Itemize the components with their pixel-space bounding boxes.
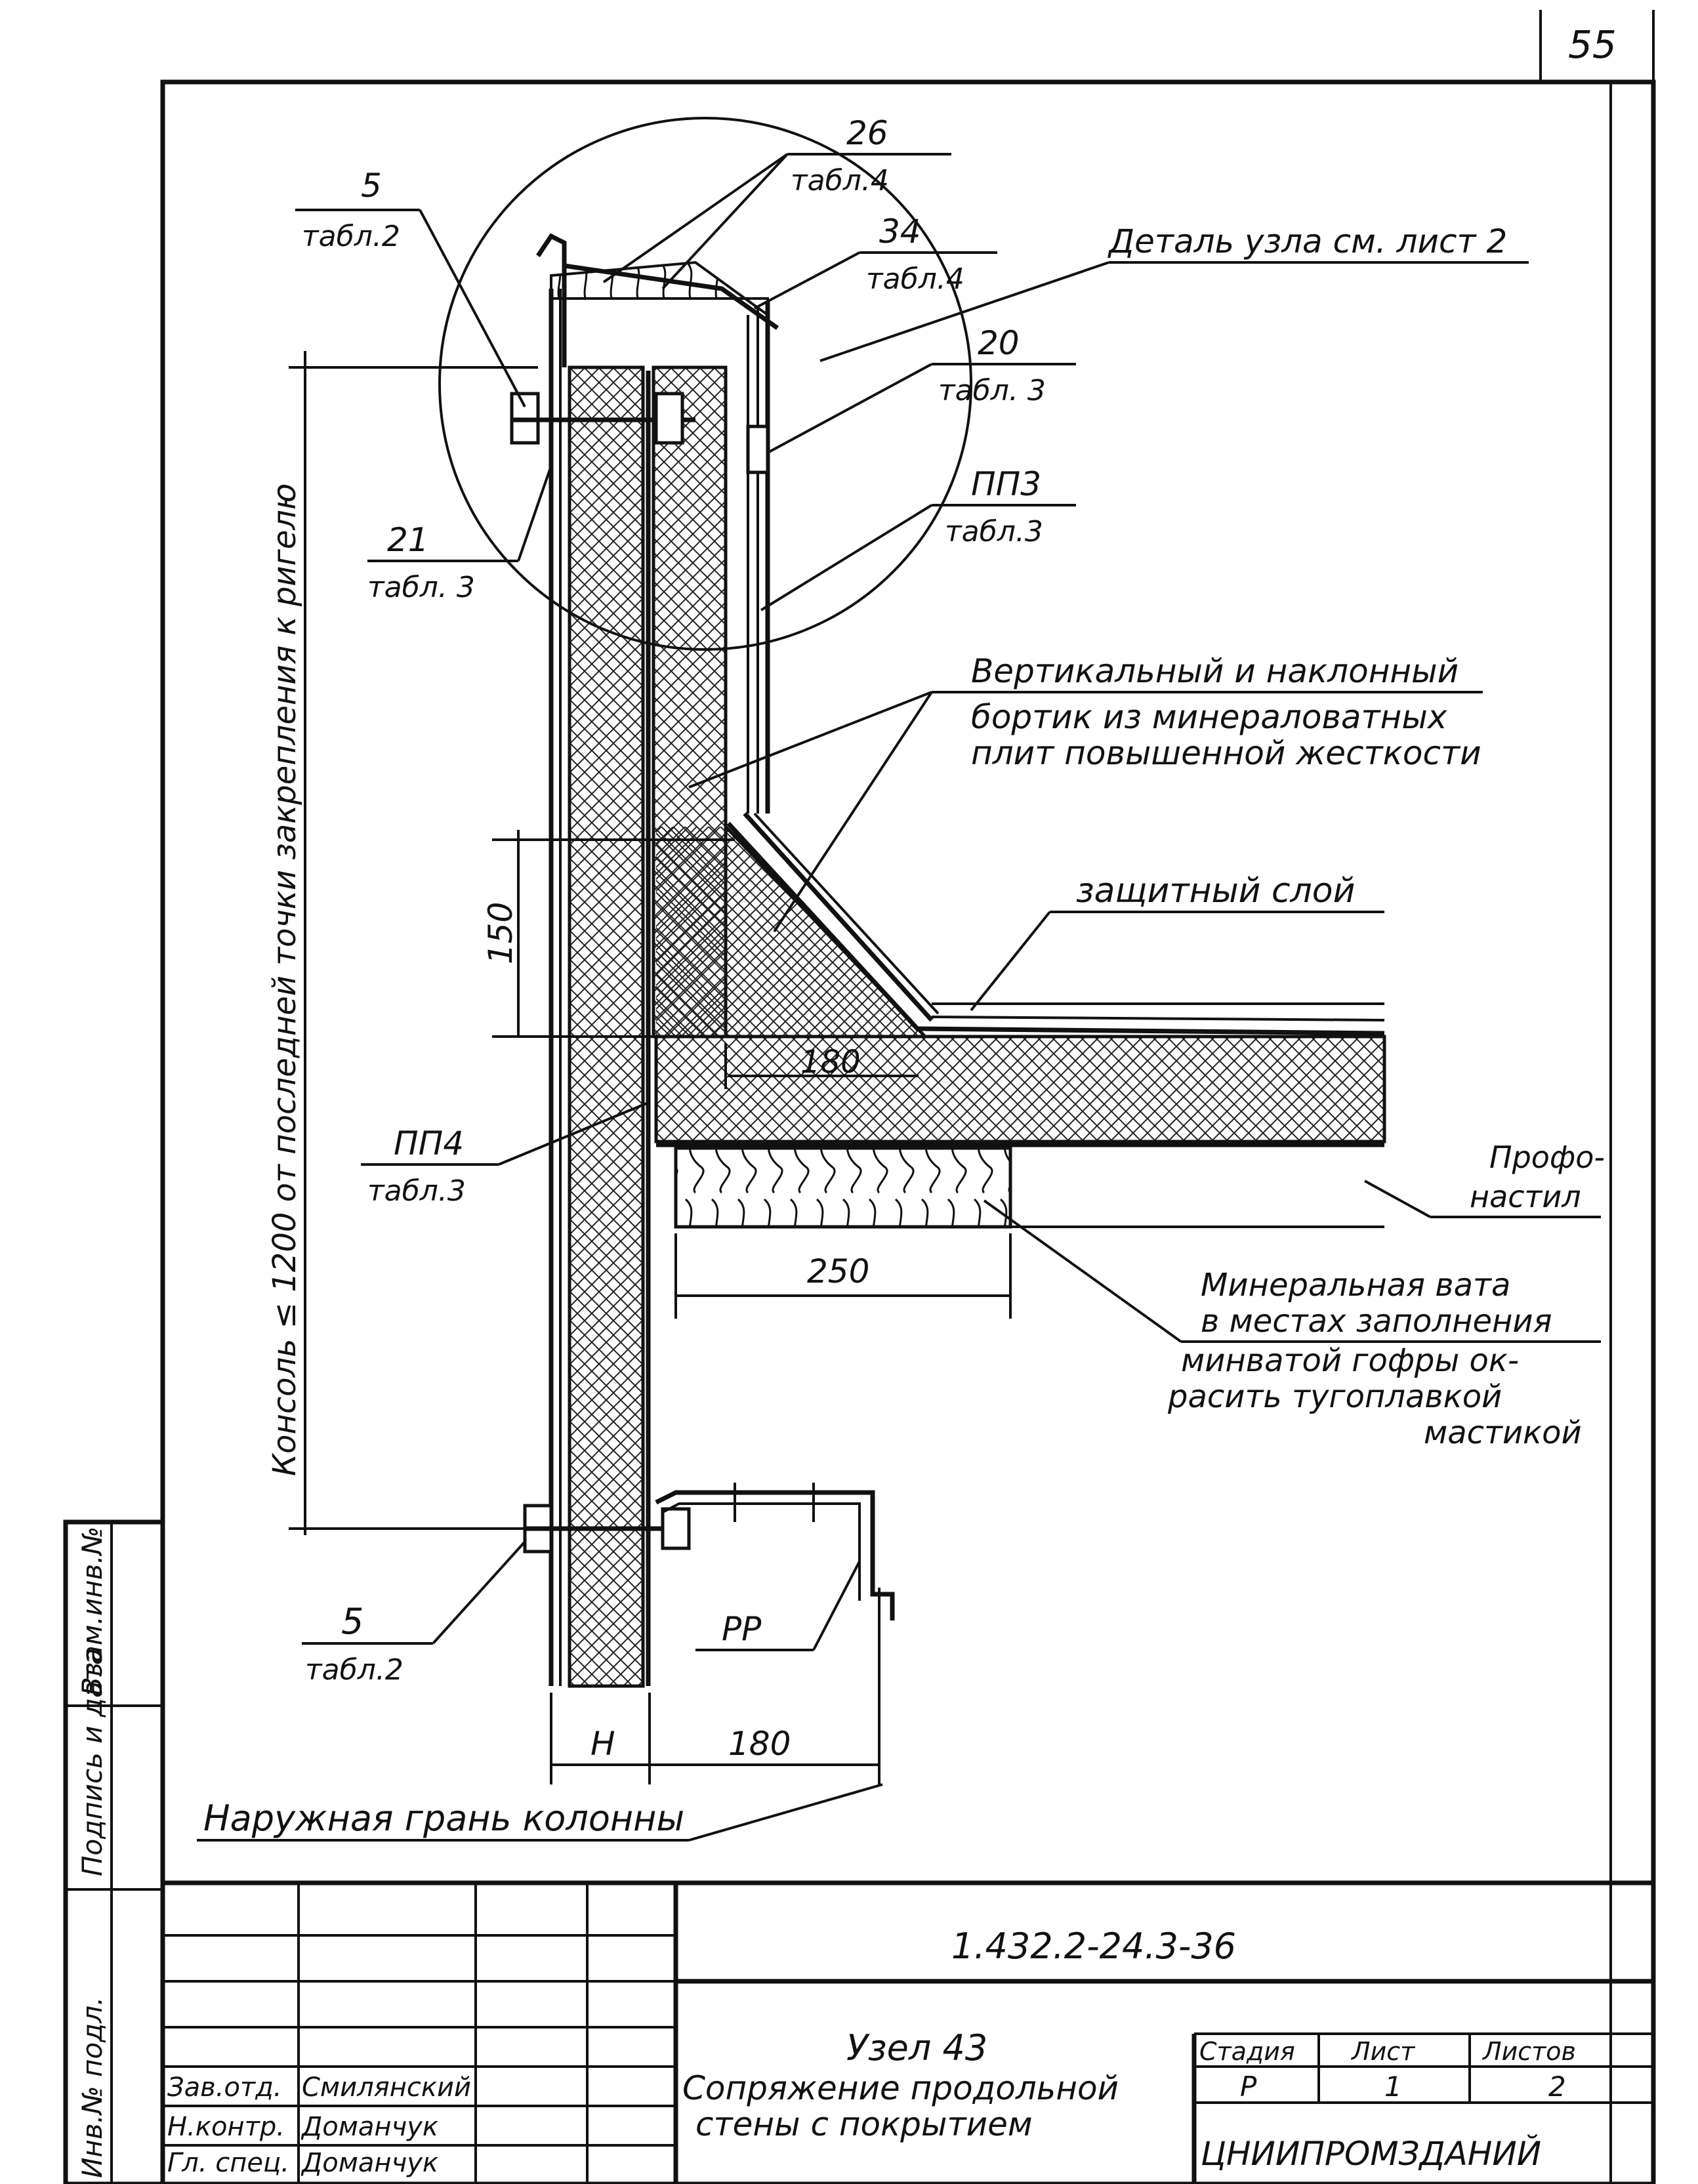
callout-34-ref: табл.4 bbox=[866, 262, 964, 296]
tb-role-3: Гл. спец. bbox=[167, 2148, 289, 2178]
callout-pp-leader bbox=[812, 1561, 861, 1651]
tb-title-3: стены с покрытием bbox=[695, 2105, 1033, 2143]
callout-26-leader1 bbox=[602, 153, 789, 283]
tb-col-sheets: Листов bbox=[1481, 2037, 1576, 2066]
callout-prof-1: Профо- bbox=[1489, 1140, 1605, 1175]
callout-34-num: 34 bbox=[879, 213, 921, 251]
callout-protect-leader bbox=[970, 911, 1051, 1012]
tb-sheets: 2 bbox=[1548, 2071, 1566, 2103]
slope-membrane-3 bbox=[753, 812, 940, 1015]
parapet-cap bbox=[536, 233, 567, 367]
slope-membrane-2 bbox=[743, 812, 934, 1022]
callout-pp3-num: ПП3 bbox=[971, 465, 1041, 503]
tb-role-1: Зав.отд. bbox=[167, 2072, 282, 2103]
callout-pp3-leader bbox=[760, 504, 933, 611]
callout-pp4-leader bbox=[498, 1101, 650, 1166]
slope-membrane-1 bbox=[726, 821, 921, 1032]
callout-5bot-leader bbox=[432, 1540, 526, 1645]
dim-180mid-text: 180 bbox=[800, 1044, 861, 1081]
side-stamp bbox=[63, 1519, 165, 2184]
callout-minvata-3: минватой гофры ок- bbox=[1181, 1342, 1519, 1379]
bolt-top-nut bbox=[654, 392, 684, 445]
tb-col-sheet: Лист bbox=[1350, 2037, 1416, 2066]
callout-minvata-leader bbox=[983, 1199, 1182, 1343]
callout-pp: РР bbox=[722, 1610, 762, 1648]
rigel-profile bbox=[655, 1490, 895, 1620]
tb-sheet: 1 bbox=[1384, 2071, 1402, 2103]
callout-prof-2: настил bbox=[1470, 1179, 1581, 1214]
callout-minvata-2: в местах заполнения bbox=[1201, 1303, 1552, 1340]
callout-5top-num: 5 bbox=[361, 167, 382, 205]
dim-250-text: 250 bbox=[807, 1252, 869, 1290]
callout-pp4-num: ПП4 bbox=[394, 1124, 464, 1163]
wall-panel-outer bbox=[568, 365, 645, 1688]
dim-150-text: 150 bbox=[482, 902, 520, 964]
callout-prof-leader bbox=[1364, 1180, 1431, 1218]
roof-membrane-2 bbox=[931, 1016, 1385, 1021]
roof-membrane bbox=[918, 1026, 1385, 1036]
tb-title-2: Сопряжение продольной bbox=[682, 2069, 1119, 2107]
callout-20-num: 20 bbox=[978, 324, 1020, 362]
outer-face-leader bbox=[688, 1783, 883, 1842]
callout-pp4-ref: табл.3 bbox=[367, 1174, 466, 1208]
drawing-frame bbox=[160, 79, 1656, 2184]
callout-pp3-ref: табл.3 bbox=[945, 515, 1043, 548]
callout-detail-leader bbox=[819, 261, 1109, 362]
bolt-right-nut bbox=[746, 424, 770, 474]
callout-bortik-leader1 bbox=[688, 691, 932, 789]
dim-H-text: Н bbox=[590, 1725, 615, 1763]
tb-org: ЦНИИПРОМЗДАНИЙ bbox=[1201, 2134, 1541, 2173]
stamp-podpis: Подпись и дата bbox=[76, 1648, 108, 1876]
callout-20-ref: табл. 3 bbox=[938, 374, 1046, 407]
callout-5bot-ref: табл.2 bbox=[305, 1653, 404, 1687]
tb-name-1: Смилянский bbox=[302, 2072, 471, 2103]
callout-5top-ref: табл.2 bbox=[302, 220, 400, 253]
callout-5top-leader bbox=[419, 209, 526, 407]
bolt-bottom-nut bbox=[661, 1507, 691, 1550]
page-number: 55 bbox=[1568, 22, 1617, 67]
callout-34-leader bbox=[754, 251, 860, 310]
outer-face-label: Наружная грань колонны bbox=[203, 1798, 684, 1839]
callout-protect: защитный слой bbox=[1076, 871, 1355, 911]
stamp-inv-podl: Инв.№ подл. bbox=[76, 1997, 108, 2178]
stamp-vzam: Взам.инв.№ bbox=[76, 1527, 108, 1696]
tb-col-stage: Стадия bbox=[1199, 2037, 1295, 2066]
dim-console-text: Консоль ≤ 1200 от последней точки закреп… bbox=[266, 484, 303, 1476]
tb-title-1: Узел 43 bbox=[846, 2027, 987, 2069]
callout-21-ref: табл. 3 bbox=[367, 571, 475, 604]
callout-5bot-num: 5 bbox=[341, 1601, 363, 1642]
mineral-wool bbox=[674, 1146, 1012, 1229]
callout-20-leader bbox=[767, 363, 932, 454]
callout-minvata-5: мастикой bbox=[1424, 1414, 1582, 1451]
tb-code: 1.432.2-24.3-36 bbox=[951, 1926, 1236, 1967]
callout-minvata-1: Минеральная вата bbox=[1201, 1267, 1510, 1304]
callout-bortik-1: Вертикальный и наклонный bbox=[971, 652, 1459, 690]
callout-21-leader bbox=[517, 465, 552, 562]
callout-21-num: 21 bbox=[387, 521, 429, 559]
tb-name-2: Доманчук bbox=[300, 2112, 438, 2142]
roof-slab bbox=[654, 1035, 1386, 1144]
rigel-profile-inner bbox=[662, 1502, 861, 1601]
tb-stage: Р bbox=[1240, 2071, 1257, 2103]
dim-180bot-text: 180 bbox=[728, 1725, 791, 1763]
callout-26-leader2 bbox=[661, 153, 789, 290]
callout-bortik-2: бортик из минераловатных bbox=[971, 698, 1447, 736]
tb-name-3: Доманчук bbox=[300, 2148, 438, 2178]
tb-role-2: Н.контр. bbox=[167, 2112, 285, 2142]
parapet-wedge bbox=[550, 260, 769, 318]
callout-26-ref: табл.4 bbox=[791, 164, 889, 197]
callout-26-num: 26 bbox=[846, 114, 888, 152]
callout-bortik-leader2 bbox=[773, 691, 933, 933]
callout-bortik-3: плит повышенной жесткости bbox=[971, 734, 1481, 772]
callout-minvata-4: расить тугоплавкой bbox=[1167, 1378, 1502, 1415]
bortik-vertical bbox=[656, 827, 726, 1037]
callout-detail: Деталь узла см. лист 2 bbox=[1108, 222, 1507, 260]
detail-circle bbox=[438, 117, 972, 651]
